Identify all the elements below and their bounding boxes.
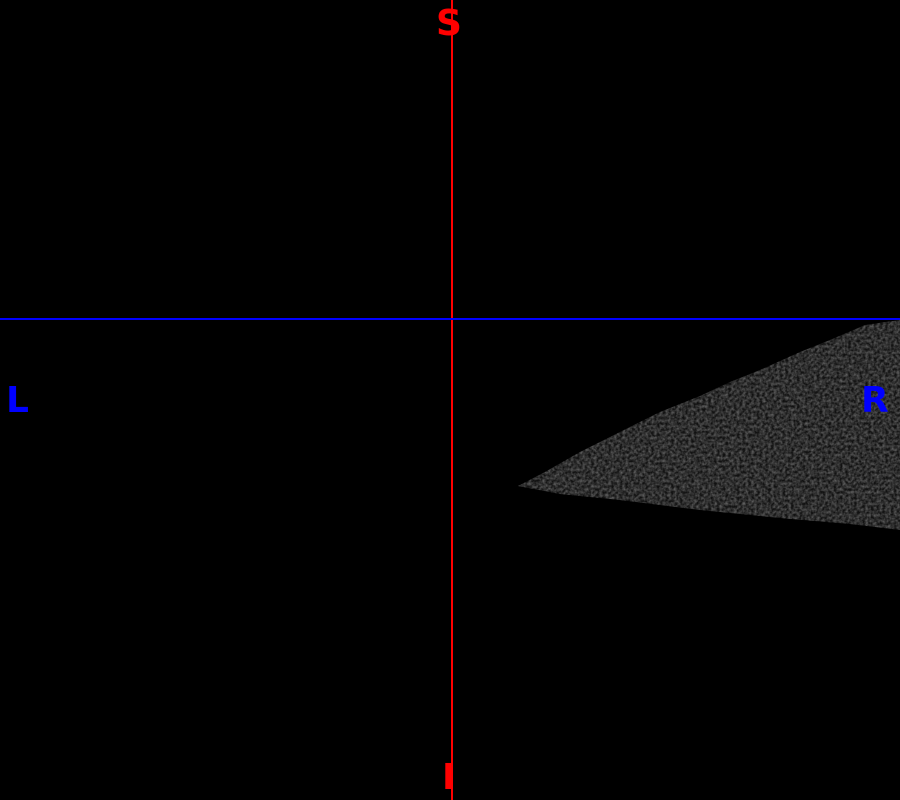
superior-label: S (436, 3, 462, 44)
inferior-label: I (442, 757, 456, 798)
tissue-speckle (518, 320, 900, 530)
right-label: R (861, 380, 889, 421)
left-label: L (6, 380, 29, 421)
horizontal-crosshair[interactable] (0, 318, 900, 320)
vertical-crosshair[interactable] (451, 0, 453, 800)
